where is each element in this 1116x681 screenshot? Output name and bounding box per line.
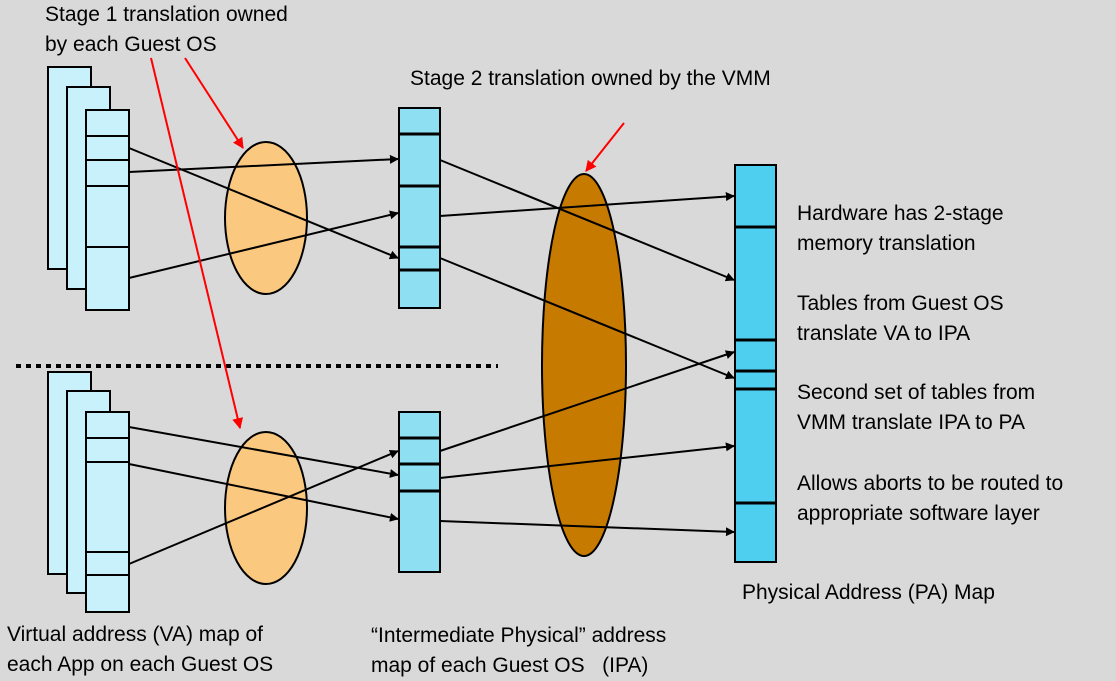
note-line1: Allows aborts to be routed to — [797, 472, 1064, 495]
va-map-caption: Virtual address (VA) map of each App on … — [7, 620, 273, 680]
stage2-arrows-upper — [439, 159, 735, 380]
note-two-stage: Hardware has 2-stage memory translation — [797, 199, 1004, 259]
note-line2: memory translation — [797, 232, 976, 255]
va-map-caption-line2: each App on each Guest OS — [7, 653, 274, 676]
note-vmm-tables: Second set of tables from VMM translate … — [797, 378, 1035, 438]
stage2-arrows-lower — [439, 350, 735, 537]
pa-map-caption: Physical Address (PA) Map — [742, 581, 995, 604]
ipa-map-caption-line2: map of each Guest OS (IPA) — [371, 654, 649, 677]
note-line1: Tables from Guest OS — [797, 292, 1004, 315]
note-line1: Second set of tables from — [797, 381, 1036, 404]
stage1-ellipse-lower — [224, 431, 308, 585]
note-aborts: Allows aborts to be routed to appropriat… — [797, 469, 1063, 529]
ipa-map-lower — [398, 411, 441, 573]
stage1-label-line2: by each Guest OS — [45, 33, 217, 56]
stage1-arrows-upper — [128, 147, 399, 279]
note-line2: appropriate software layer — [797, 502, 1040, 525]
va-map-stack-upper — [47, 66, 130, 311]
note-line2: VMM translate IPA to PA — [797, 411, 1025, 434]
stage1-label: Stage 1 translation owned by each Guest … — [45, 0, 288, 60]
ipa-map-caption-line1: “Intermediate Physical” address — [371, 624, 667, 647]
pa-map — [734, 164, 777, 563]
ipa-map-upper — [398, 107, 441, 309]
va-map-caption-line1: Virtual address (VA) map of — [7, 623, 263, 646]
callout-arrows — [150, 57, 625, 430]
note-line1: Hardware has 2-stage — [797, 202, 1004, 225]
ipa-map-caption: “Intermediate Physical” address map of e… — [371, 621, 666, 681]
va-map-stack-lower — [47, 371, 130, 613]
stage1-label-line1: Stage 1 translation owned — [45, 3, 288, 26]
note-guest-tables: Tables from Guest OS translate VA to IPA — [797, 289, 1004, 349]
stage2-label: Stage 2 translation owned by the VMM — [410, 67, 771, 90]
stage1-ellipse-upper — [224, 141, 308, 295]
note-line2: translate VA to IPA — [797, 322, 971, 345]
stage1-arrows-lower — [128, 426, 399, 565]
